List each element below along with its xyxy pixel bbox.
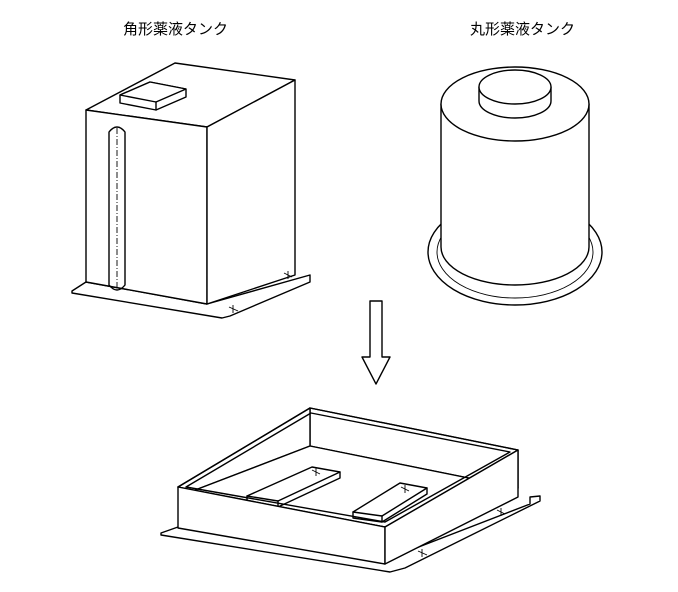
round-tank-body bbox=[440, 103, 590, 286]
level-gauge bbox=[108, 126, 126, 291]
tray-support-beam bbox=[352, 482, 428, 523]
down-arrow-icon bbox=[361, 300, 391, 385]
round-tank-label: 丸形薬液タンク bbox=[470, 20, 575, 38]
anchor-bolt-icon bbox=[228, 305, 239, 313]
anchor-bolt-icon bbox=[496, 508, 506, 516]
round-tank-cap bbox=[478, 69, 552, 119]
anchor-bolt-icon bbox=[283, 271, 293, 279]
square-tank-front bbox=[85, 109, 208, 305]
round-tank bbox=[427, 66, 603, 306]
anchor-bolt-icon bbox=[417, 549, 428, 557]
containment-tray bbox=[160, 407, 541, 573]
tray-side-wall bbox=[384, 449, 519, 565]
square-tank-lid bbox=[119, 81, 187, 111]
tray-rim-inner bbox=[185, 412, 511, 523]
square-tank-label: 角形薬液タンク bbox=[123, 20, 228, 38]
square-tank bbox=[71, 62, 311, 319]
square-tank-side bbox=[206, 79, 296, 305]
